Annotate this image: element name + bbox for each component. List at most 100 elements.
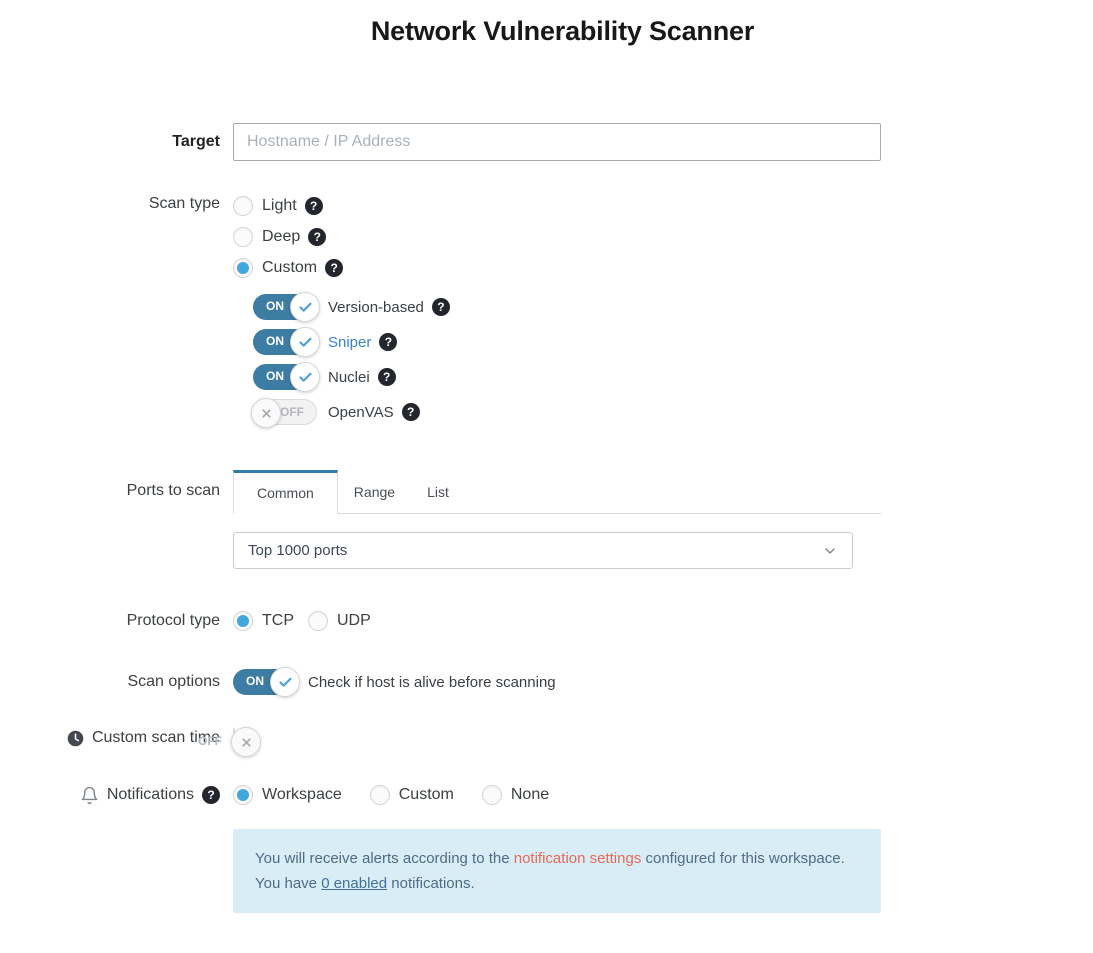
protocol-option-tcp[interactable]: TCP	[233, 611, 294, 631]
toggle-state-label: OFF	[280, 405, 304, 419]
protocol-control: TCP UDP	[233, 611, 385, 631]
radio-deep[interactable]	[233, 226, 253, 247]
help-icon[interactable]: ?	[304, 196, 323, 215]
custom-scan-time-label-group: Custom scan time	[0, 729, 220, 747]
radio-none[interactable]	[481, 785, 502, 805]
tab-common[interactable]: Common	[233, 470, 338, 514]
info-text: You have	[255, 875, 322, 892]
help-icon[interactable]: ?	[401, 403, 420, 421]
radio-custom[interactable]	[233, 257, 253, 278]
toggle-host-alive[interactable]: ON	[233, 667, 300, 697]
scan-options-label: Scan options	[127, 673, 220, 690]
notifications-row: Notifications ? Workspace Custom None	[0, 785, 893, 805]
check-icon	[290, 292, 320, 322]
notification-info-row: You will receive alerts according to the…	[0, 829, 893, 913]
tool-row-sniper: ON Sniper ?	[253, 327, 450, 357]
radio-workspace-label: Workspace	[262, 786, 342, 803]
x-icon	[231, 727, 261, 757]
tool-row-nuclei: ON Nuclei ?	[253, 362, 450, 392]
custom-tools-group: ON Version-based ? ON Sni	[251, 292, 450, 428]
scan-type-control: Light ? Deep ? Custom ? ON	[233, 193, 450, 434]
tool-row-openvas: OFF OpenVAS ?	[251, 398, 450, 428]
radio-light-label: Light	[262, 196, 297, 214]
host-alive-label: Check if host is alive before scanning	[308, 673, 556, 691]
custom-scan-time-row: Custom scan time OFF	[0, 727, 893, 757]
clock-icon	[67, 730, 84, 747]
protocol-label: Protocol type	[126, 612, 220, 629]
custom-scan-time-label: Custom scan time	[91, 729, 220, 746]
notif-option-none[interactable]: None	[481, 785, 550, 805]
radio-deep-label: Deep	[262, 227, 301, 245]
radio-tcp-label: TCP	[262, 612, 294, 629]
tool-label-nuclei: Nuclei	[328, 368, 370, 386]
radio-light[interactable]	[233, 195, 253, 216]
tool-label-sniper[interactable]: Sniper	[328, 333, 372, 351]
custom-scan-time-control: OFF	[198, 727, 261, 757]
notification-settings-link[interactable]: notification settings	[513, 850, 642, 867]
info-text: notifications.	[387, 875, 475, 892]
tool-label-version-based: Version-based	[328, 298, 424, 316]
scan-options-row: Scan options ON Check if host is alive b…	[0, 667, 893, 697]
tab-range[interactable]: Range	[353, 483, 396, 500]
tool-row-version-based: ON Version-based ?	[253, 292, 450, 322]
check-icon	[290, 327, 320, 357]
notifications-control: Workspace Custom None	[233, 785, 577, 805]
ports-row: Ports to scan Common Range List Top 1000…	[0, 470, 893, 569]
notif-option-custom[interactable]: Custom	[369, 785, 454, 805]
radio-tcp[interactable]	[233, 611, 253, 631]
x-icon	[251, 398, 281, 428]
toggle-state-label: ON	[246, 674, 264, 688]
scan-type-label: Scan type	[148, 195, 220, 212]
help-icon[interactable]: ?	[308, 227, 327, 246]
help-icon[interactable]: ?	[202, 786, 220, 804]
radio-none-label: None	[510, 786, 550, 803]
radio-notif-custom[interactable]	[369, 785, 390, 805]
help-icon[interactable]: ?	[379, 333, 398, 351]
radio-workspace[interactable]	[233, 785, 253, 805]
ports-tab-bar: Common Range List	[233, 470, 881, 514]
target-control	[233, 123, 881, 161]
protocol-row: Protocol type TCP UDP	[0, 611, 893, 631]
target-row: Target	[0, 123, 893, 161]
notif-option-workspace[interactable]: Workspace	[233, 785, 342, 805]
toggle-state-label: ON	[266, 334, 284, 348]
toggle-version-based[interactable]: ON	[253, 292, 320, 322]
info-control: You will receive alerts according to the…	[233, 829, 881, 913]
tab-list[interactable]: List	[427, 483, 449, 500]
check-icon	[270, 667, 300, 697]
protocol-option-udp[interactable]: UDP	[308, 611, 371, 631]
enabled-notifications-link[interactable]: 0 enabled	[321, 875, 388, 892]
toggle-state-label: OFF	[198, 734, 222, 748]
toggle-nuclei[interactable]: ON	[253, 362, 320, 392]
ports-label: Ports to scan	[126, 482, 220, 499]
radio-custom-label: Custom	[262, 258, 318, 276]
notification-info-box: You will receive alerts according to the…	[233, 829, 881, 913]
toggle-state-label: ON	[266, 369, 284, 383]
scan-type-option-light[interactable]: Light ?	[233, 193, 450, 218]
tool-label-openvas: OpenVAS	[328, 403, 394, 421]
help-icon[interactable]: ?	[325, 258, 344, 277]
radio-udp-label: UDP	[337, 612, 371, 629]
page-title: Network Vulnerability Scanner	[370, 16, 755, 46]
ports-select[interactable]: Top 1000 ports	[233, 532, 853, 569]
info-text: configured for this workspace.	[641, 850, 845, 867]
radio-udp[interactable]	[308, 611, 328, 631]
notifications-label: Notifications	[106, 786, 194, 803]
bell-icon	[80, 786, 99, 805]
info-text: You will receive alerts according to the	[255, 850, 514, 867]
toggle-custom-scan-time[interactable]: OFF	[198, 727, 261, 757]
target-label: Target	[172, 133, 220, 150]
toggle-openvas[interactable]: OFF	[251, 398, 317, 428]
scan-type-option-deep[interactable]: Deep ?	[233, 224, 450, 249]
notifications-label-group: Notifications ?	[0, 786, 220, 805]
help-icon[interactable]: ?	[431, 298, 450, 316]
toggle-state-label: ON	[266, 299, 284, 313]
chevron-down-icon	[822, 543, 838, 559]
ports-select-value: Top 1000 ports	[248, 542, 348, 559]
help-icon[interactable]: ?	[377, 368, 396, 386]
scan-type-option-custom[interactable]: Custom ?	[233, 255, 450, 280]
check-icon	[290, 362, 320, 392]
toggle-sniper[interactable]: ON	[253, 327, 320, 357]
target-input[interactable]	[233, 123, 881, 161]
scan-options-control: ON Check if host is alive before scannin…	[233, 667, 556, 697]
